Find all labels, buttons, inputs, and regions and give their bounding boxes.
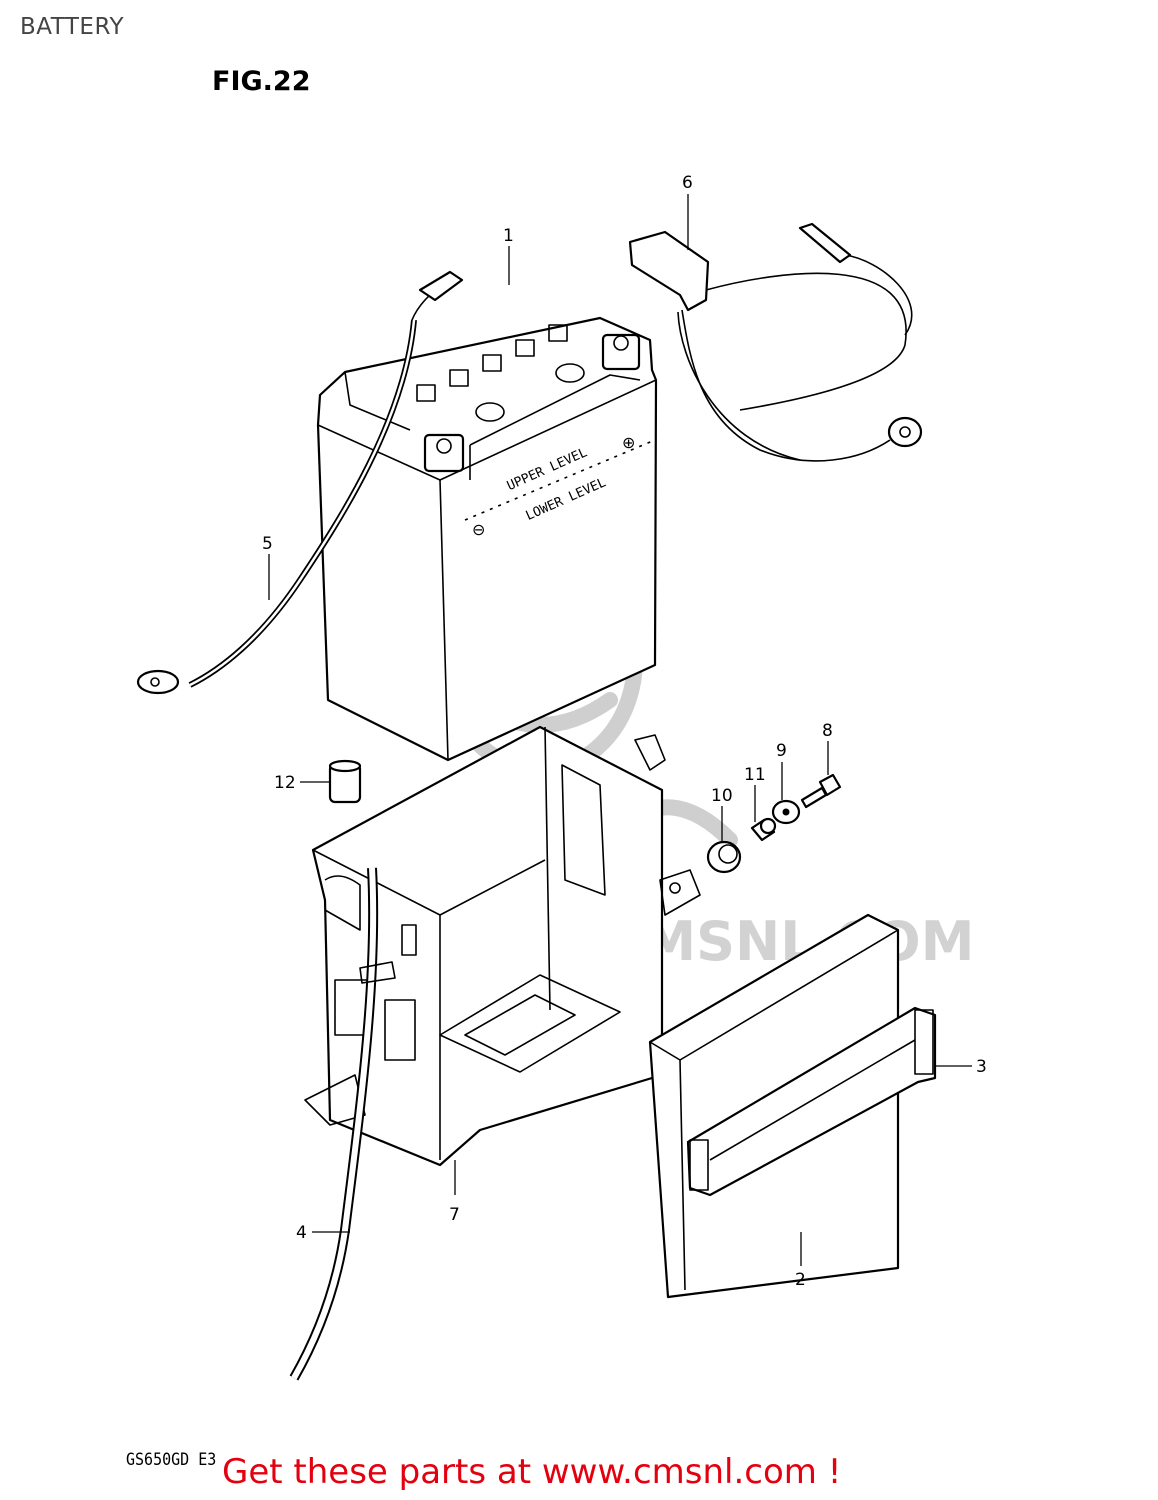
svg-text:1: 1	[503, 226, 514, 246]
minus-sign: ⊖	[472, 520, 485, 539]
cap[interactable]	[328, 759, 362, 804]
battery[interactable]: UPPER LEVEL LOWER LEVEL ⊖ ⊕	[316, 316, 658, 762]
strap[interactable]	[686, 1006, 937, 1197]
svg-text:5: 5	[262, 534, 273, 554]
svg-text:9: 9	[776, 741, 787, 761]
svg-text:2: 2	[795, 1270, 806, 1290]
callout-10[interactable]: 10	[711, 786, 733, 842]
page-title: BATTERY	[20, 14, 125, 40]
svg-text:12: 12	[274, 773, 296, 793]
callout-5[interactable]: 5	[262, 534, 273, 600]
breather-hose[interactable]	[289, 867, 396, 1381]
callout-4[interactable]: 4	[296, 1223, 350, 1243]
washer[interactable]	[771, 799, 801, 825]
bolt[interactable]	[800, 773, 842, 809]
battery-terminal-negative	[423, 433, 465, 473]
battery-cell-caps	[416, 324, 568, 402]
svg-text:11: 11	[744, 765, 766, 785]
svg-text:8: 8	[822, 721, 833, 741]
callout-6[interactable]: 6	[682, 173, 693, 250]
callout-12[interactable]: 12	[274, 773, 330, 793]
svg-text:6: 6	[682, 173, 693, 193]
callout-2[interactable]: 2	[795, 1232, 806, 1290]
cushion[interactable]	[706, 840, 742, 874]
callout-7[interactable]: 7	[449, 1205, 460, 1225]
svg-text:3: 3	[976, 1057, 987, 1077]
battery-terminal-positive	[601, 333, 641, 371]
svg-text:4: 4	[296, 1223, 307, 1243]
svg-text:10: 10	[711, 786, 733, 806]
svg-text:7: 7	[449, 1205, 460, 1225]
battery-case[interactable]	[304, 725, 701, 1167]
callout-9[interactable]: 9	[776, 741, 787, 800]
callout-1[interactable]: 1	[503, 226, 514, 285]
lead-wire[interactable]	[136, 270, 464, 695]
terminal-cover-wire[interactable]	[628, 222, 923, 462]
spacer[interactable]	[750, 817, 777, 842]
figure-label: FIG.22	[212, 66, 311, 97]
model-code: GS650GD E3	[126, 1448, 217, 1470]
callout-8[interactable]: 8	[822, 721, 833, 775]
callout-11[interactable]: 11	[744, 765, 766, 822]
plus-sign: ⊕	[622, 433, 635, 452]
get-parts-link[interactable]: Get these parts at www.cmsnl.com !	[222, 1452, 842, 1492]
callout-3[interactable]: 3	[935, 1057, 987, 1077]
